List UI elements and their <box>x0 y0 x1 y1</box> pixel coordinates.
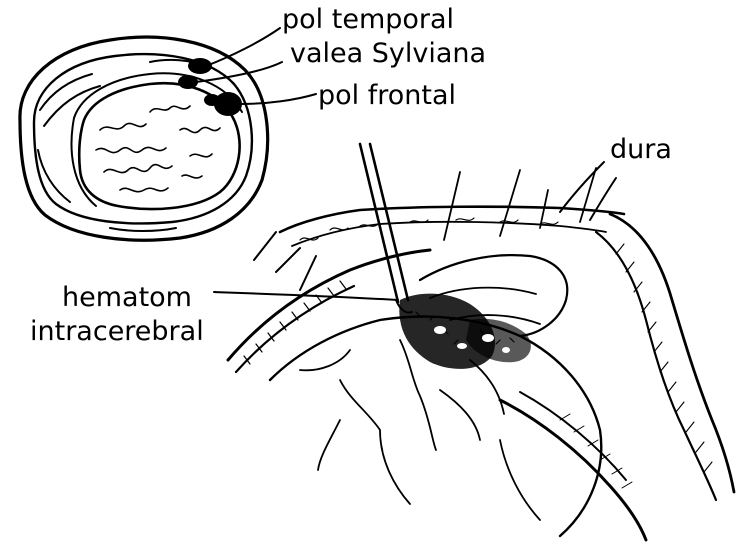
label-pol-temporal: pol temporal <box>282 4 454 35</box>
dura-vessels <box>443 167 597 241</box>
skull-flap-left-inner <box>234 284 356 374</box>
inset-brain-outline <box>77 81 241 211</box>
leader-pol-temporal <box>205 27 281 67</box>
inset-skull-outer <box>18 35 270 242</box>
leader-valea-sylviana <box>195 61 283 83</box>
dura-top-fold <box>278 205 626 234</box>
inset-skull-section <box>18 27 317 242</box>
hematoma-fragments <box>434 326 510 353</box>
bone-rim-bottom-inner <box>519 391 627 481</box>
hematoma-speckle <box>415 311 515 345</box>
leader-dura <box>559 161 605 213</box>
hematoma-cavity-2 <box>466 318 531 363</box>
label-dura: dura <box>610 134 672 165</box>
inset-temporal-pole <box>188 58 212 74</box>
main-surgical-view <box>213 142 736 542</box>
inset-skull-texture <box>37 58 207 232</box>
flap-tails <box>253 231 317 291</box>
label-hematom: hematom <box>62 282 192 313</box>
leader-dura-2 <box>589 177 617 221</box>
bone-rim-bottom <box>498 398 648 542</box>
instrument-rod-tip <box>395 299 413 314</box>
dura-top-fold-inner <box>291 220 607 247</box>
inset-brain-gyri <box>95 105 221 193</box>
right-flap-hatch <box>615 243 713 473</box>
skull-flap-left-hatch <box>243 280 347 365</box>
inset-sylvian-mark <box>178 75 198 89</box>
inset-frontal-pole <box>214 92 242 116</box>
skull-flap-left-outer <box>226 248 432 362</box>
label-valea-sylviana: valea Sylviana <box>290 38 486 69</box>
inset-brain-rim <box>70 72 243 207</box>
label-pol-frontal: pol frontal <box>318 80 456 111</box>
inset-frontal-pole-2 <box>204 94 220 106</box>
instrument-rod <box>358 142 400 304</box>
leader-hematom <box>213 291 399 301</box>
inset-skull-inner <box>32 52 254 225</box>
hematoma-cavity <box>399 293 496 369</box>
label-intracerebral: intracerebral <box>30 316 204 347</box>
right-flap-outer <box>608 212 736 494</box>
brain-sulci <box>299 339 541 521</box>
dura-top-texture <box>299 217 559 241</box>
dura-flap-reflected <box>418 254 569 338</box>
right-flap-inner <box>594 230 718 502</box>
bone-rim-bottom-hatch <box>559 413 633 489</box>
leader-pol-frontal <box>239 93 317 105</box>
instrument-rod-2 <box>368 142 410 302</box>
